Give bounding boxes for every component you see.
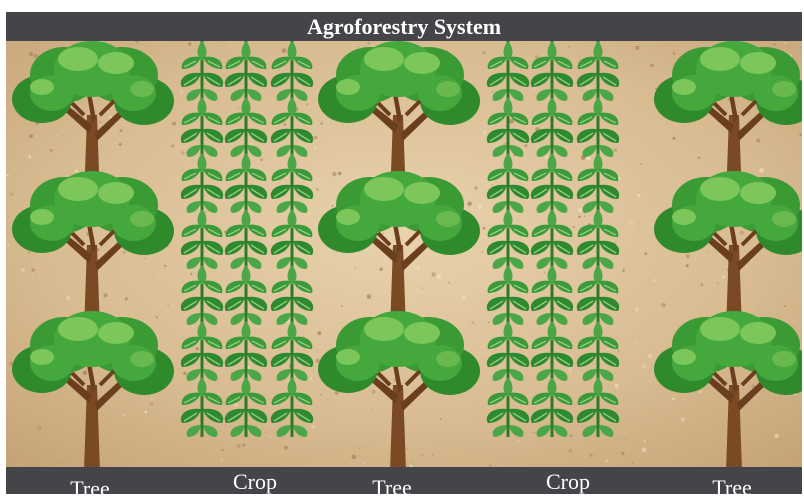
label-bar: Tree Crop Tree Crop Tree: [6, 467, 802, 494]
label-tree-1: Tree: [70, 478, 110, 500]
label-tree-3: Tree: [712, 477, 752, 499]
field-illustration: [6, 41, 802, 467]
label-crop-1: Crop: [233, 471, 277, 493]
diagram-title: Agroforestry System: [6, 12, 802, 41]
label-tree-2: Tree: [372, 477, 412, 499]
label-crop-2: Crop: [546, 471, 590, 493]
